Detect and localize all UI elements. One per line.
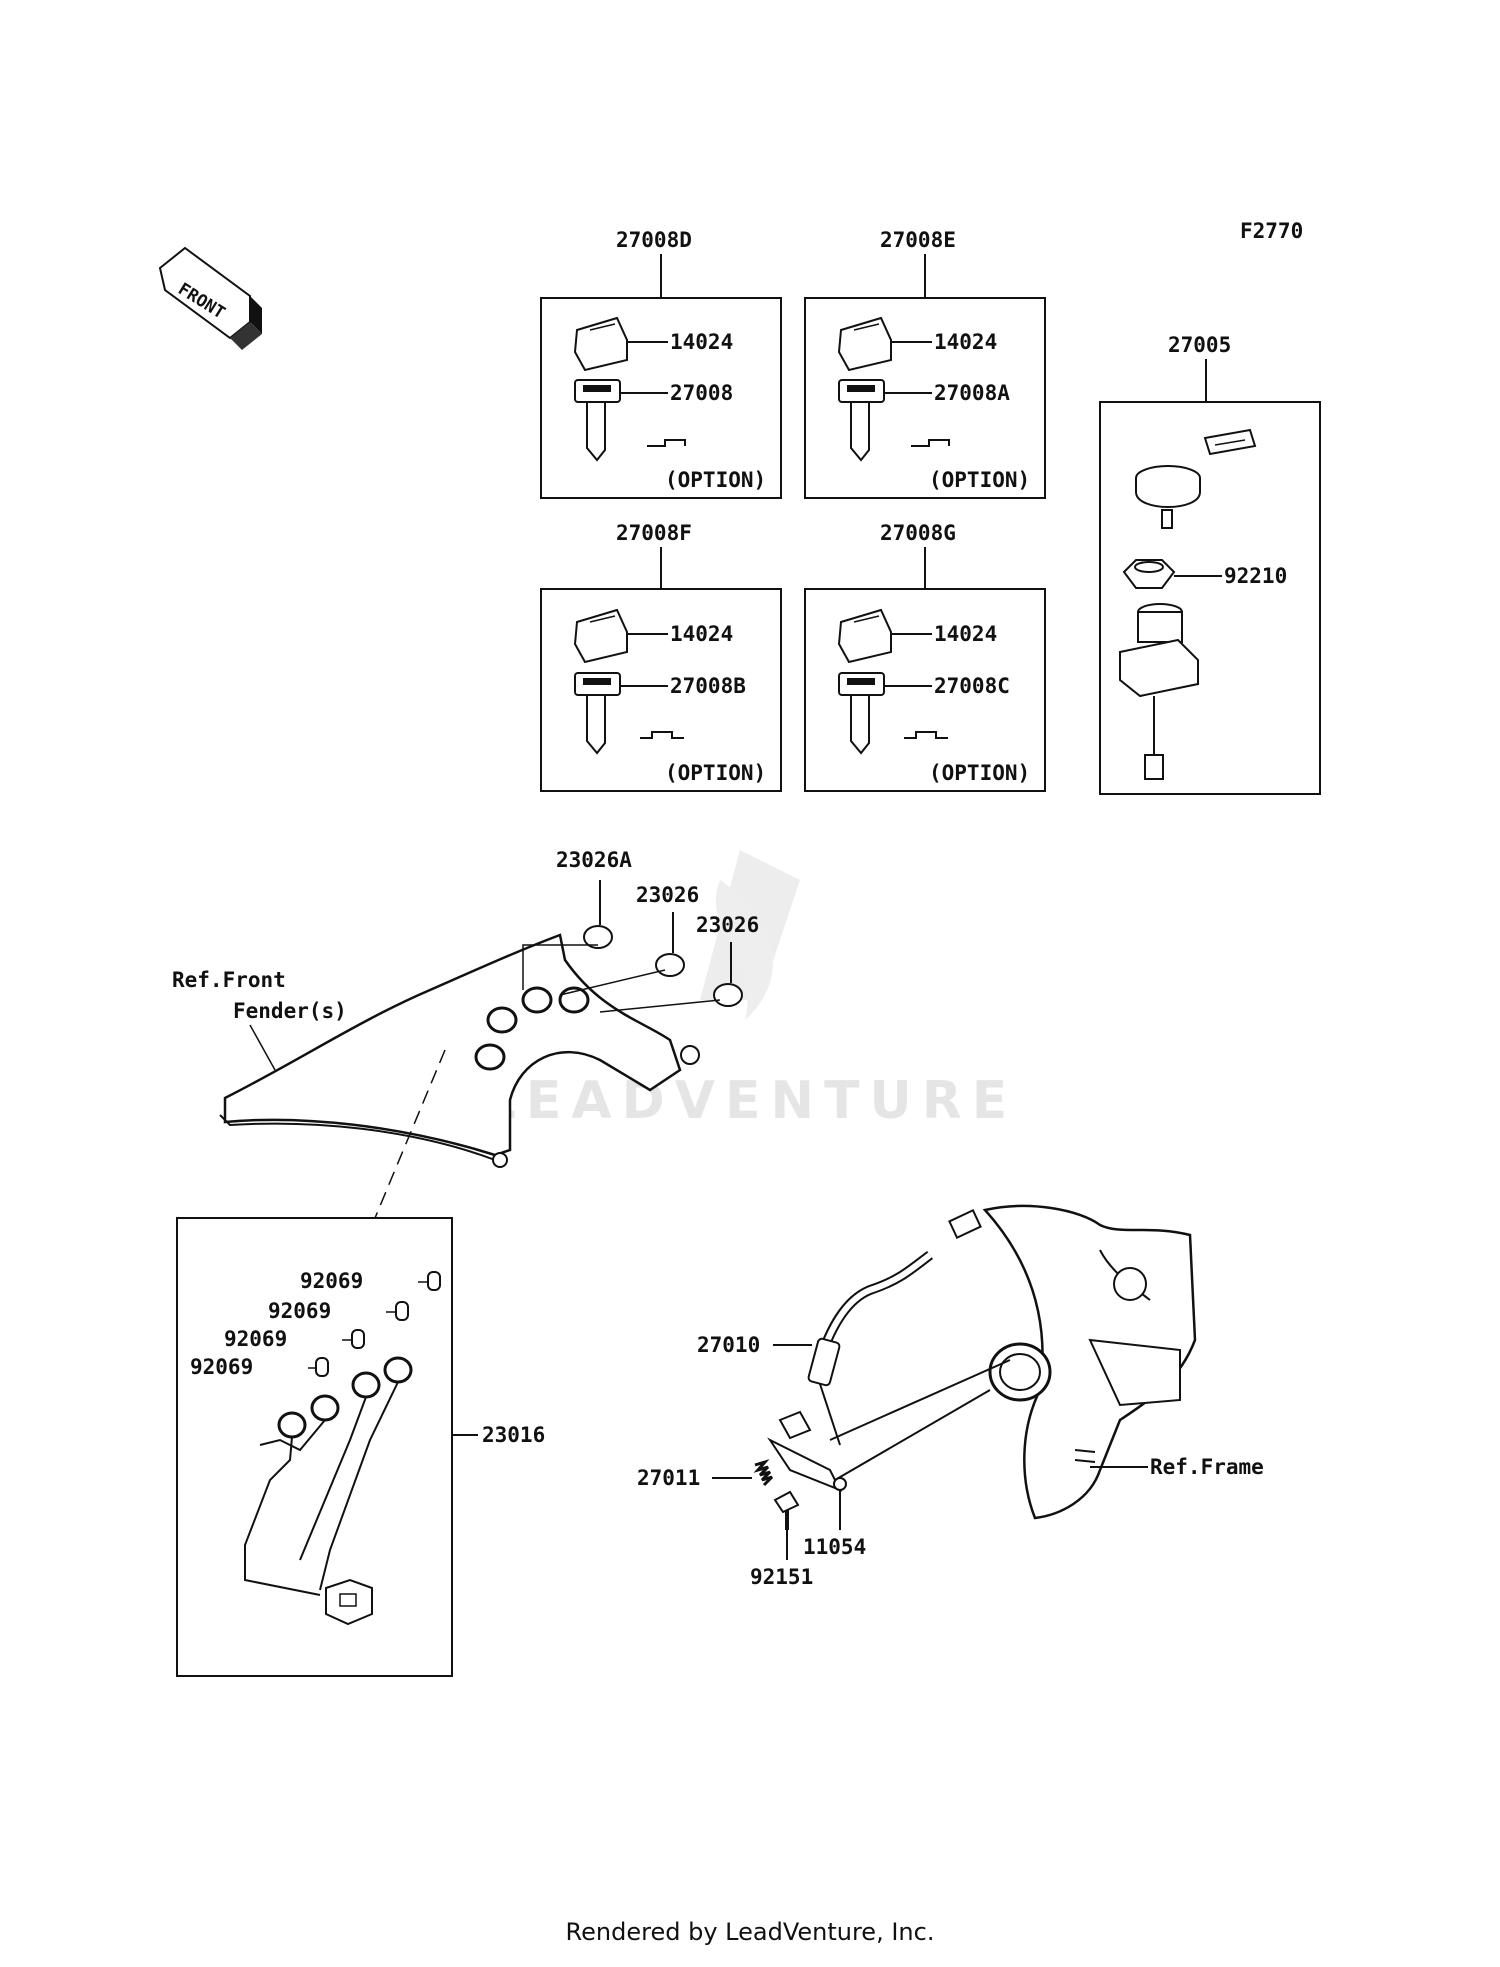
bulb-icons bbox=[315, 1271, 441, 1377]
blank-part-number: 14024 bbox=[670, 330, 733, 354]
kit-label: 27008D bbox=[616, 228, 692, 252]
option-note: (OPTION) bbox=[665, 761, 766, 785]
kit-label: 27008F bbox=[616, 521, 692, 545]
blank-part-number: 14024 bbox=[670, 622, 733, 646]
footer-credit: Rendered by LeadVenture, Inc. bbox=[565, 1918, 935, 1946]
key-kit-27008G: 27008G 14024 27008C (OPTION) bbox=[804, 521, 1046, 792]
frame-drawing bbox=[982, 1204, 1197, 1520]
ref-fender-line2: Fender(s) bbox=[233, 999, 347, 1023]
spring-part-number: 27011 bbox=[637, 1466, 700, 1490]
ignition-switch-kit: 27005 92210 bbox=[1099, 333, 1321, 795]
harness-part-number: 23016 bbox=[482, 1423, 545, 1447]
option-note: (OPTION) bbox=[929, 761, 1030, 785]
connector-icon bbox=[325, 1578, 373, 1626]
front-fender-drawing bbox=[219, 933, 700, 1168]
key-icon bbox=[574, 672, 621, 755]
seat-lock-assembly: 27010 27011 11054 92151 Ref.Frame bbox=[637, 1209, 1264, 1589]
bolt-icon bbox=[773, 1490, 800, 1530]
ignition-kit-label: 27005 bbox=[1168, 333, 1231, 357]
figure-code: F2770 bbox=[1240, 219, 1303, 243]
spring-icon bbox=[753, 1459, 774, 1487]
ref-front-fender: Ref.Front Fender(s) bbox=[172, 968, 347, 1071]
watermark-text: LEADVENTURE bbox=[483, 1071, 1018, 1131]
ignition-cap-icon bbox=[1135, 465, 1201, 529]
kit-label: 27008G bbox=[880, 521, 956, 545]
key-icon bbox=[838, 379, 885, 462]
bulb-label-4: 92069 bbox=[190, 1355, 253, 1379]
ignition-key-icon bbox=[1203, 428, 1257, 456]
bulb-label-3: 92069 bbox=[224, 1327, 287, 1351]
key-kit-27008F: 27008F 14024 27008B (OPTION) bbox=[540, 521, 782, 792]
socket-icons bbox=[277, 1356, 413, 1439]
cap-label-23026A: 23026A bbox=[556, 848, 632, 872]
key-kit-27008D: 27008D 14024 27008 (OPTION) bbox=[540, 228, 782, 499]
indicator-harness: 92069 92069 92069 92069 bbox=[176, 1217, 545, 1677]
key-part-number: 27008B bbox=[670, 674, 746, 698]
nut-icon bbox=[1122, 559, 1176, 589]
dashed-guide-line bbox=[374, 1049, 446, 1219]
key-blank-icon bbox=[837, 316, 892, 372]
key-icon bbox=[574, 379, 621, 462]
option-note: (OPTION) bbox=[665, 468, 766, 492]
watermark: LEADVENTURE bbox=[483, 850, 1018, 1131]
bracket-part-number: 11054 bbox=[803, 1535, 866, 1559]
bolt-part-number: 92151 bbox=[750, 1565, 813, 1589]
key-blank-icon bbox=[837, 608, 892, 664]
harness-wires bbox=[244, 1381, 399, 1596]
front-arrow-icon: FRONT bbox=[158, 246, 262, 350]
key-part-number: 27008C bbox=[934, 674, 1010, 698]
rubber-caps: 23026A 23026 23026 bbox=[522, 848, 759, 1013]
blank-part-number: 14024 bbox=[934, 330, 997, 354]
cap-label-23026-2: 23026 bbox=[696, 913, 759, 937]
option-note: (OPTION) bbox=[929, 468, 1030, 492]
key-blank-icon bbox=[573, 316, 628, 372]
bulb-label-2: 92069 bbox=[268, 1299, 331, 1323]
key-blank-icon bbox=[573, 608, 628, 664]
key-icon bbox=[838, 672, 885, 755]
ref-fender-line1: Ref.Front bbox=[172, 968, 286, 992]
blank-part-number: 14024 bbox=[934, 622, 997, 646]
key-part-number: 27008 bbox=[670, 381, 733, 405]
bulb-label-1: 92069 bbox=[300, 1269, 363, 1293]
key-kit-27008E: 27008E 14024 27008A (OPTION) bbox=[804, 228, 1046, 499]
kit-label: 27008E bbox=[880, 228, 956, 252]
nut-part-number: 92210 bbox=[1224, 564, 1287, 588]
key-part-number: 27008A bbox=[934, 381, 1010, 405]
switch-body-icon bbox=[1119, 603, 1199, 780]
cap-label-23026-1: 23026 bbox=[636, 883, 699, 907]
ref-frame-label: Ref.Frame bbox=[1150, 1455, 1264, 1479]
cable-part-number: 27010 bbox=[697, 1333, 760, 1357]
